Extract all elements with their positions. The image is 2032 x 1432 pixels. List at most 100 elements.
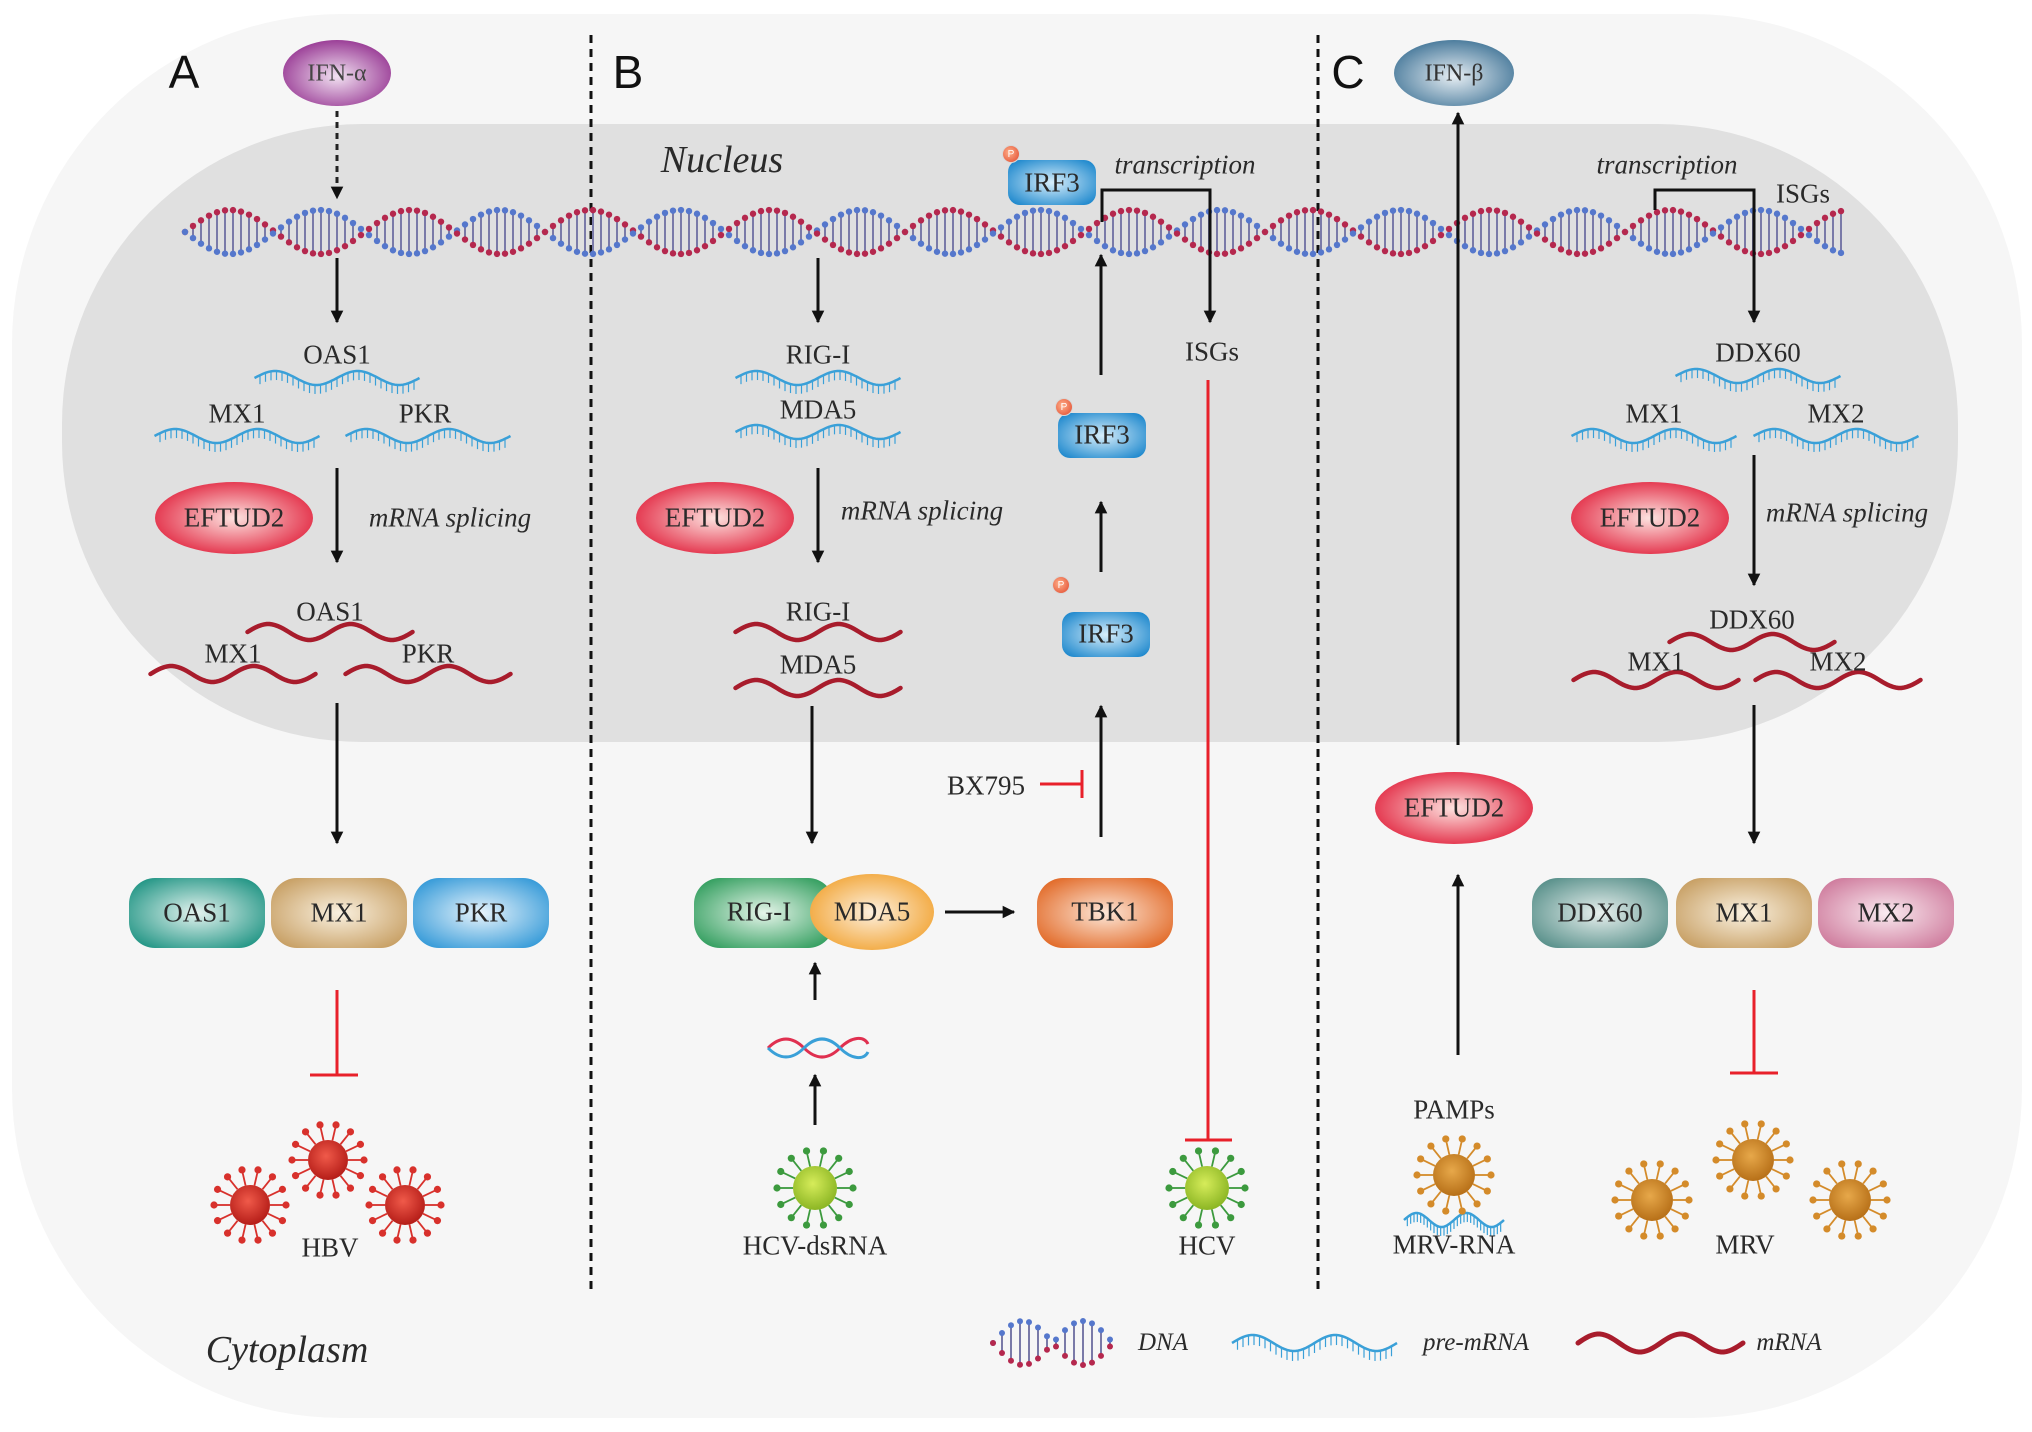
protein-oas1: [129, 878, 265, 948]
transcription-label-c: transcription: [1596, 149, 1738, 180]
protein-rig-i: [694, 878, 834, 948]
legend-premrna-icon: [1231, 1333, 1398, 1361]
protein-label-pkr: PKR: [454, 897, 508, 928]
phospho-badge-icon: P: [1002, 145, 1020, 163]
ifn-alpha-oval: [283, 40, 391, 106]
irf3-cytoplasmic: [1062, 612, 1150, 657]
mrna-label-mda5: MDA5: [779, 649, 857, 680]
mrna-label-oas1: OAS1: [296, 596, 364, 627]
inhibition-mrv: [1730, 990, 1778, 1075]
inhibition-bx795: [1040, 770, 1084, 798]
virus-icon-hcv: [1165, 1147, 1249, 1229]
premrna-label-pkr: PKR: [398, 398, 452, 429]
mrna-label-pkr: PKR: [401, 638, 455, 669]
irf3-label-phospho: IRF3: [1074, 419, 1130, 450]
mrna-label-mx1-c: MX1: [1627, 646, 1685, 677]
premrna-label-mda5: MDA5: [779, 394, 857, 425]
irf3-label-cyto: IRF3: [1078, 618, 1134, 649]
premrna-mx1-c: [1570, 427, 1738, 452]
irf3-label-nuclear: IRF3: [1024, 167, 1080, 198]
eftud2-oval-a: [155, 482, 313, 554]
panel-letter-b: B: [612, 46, 644, 98]
premrna-label-mx1: MX1: [208, 398, 266, 429]
protein-label-mx2: MX2: [1857, 897, 1915, 928]
premrna-label-mx1-c: MX1: [1625, 398, 1683, 429]
eftud2-oval-b: [636, 482, 794, 554]
panel-letter-c: C: [1331, 46, 1365, 98]
premrna-mrv-rna: [1403, 1211, 1505, 1236]
transcription-bracket-c: [1653, 188, 1761, 324]
virus-glyphs: [210, 1120, 1891, 1244]
virus-icon-mrv: [1809, 1160, 1891, 1240]
eftud2-label-c-nuclear: EFTUD2: [1599, 502, 1701, 533]
eftud2-label-b: EFTUD2: [664, 502, 766, 533]
nucleus: [62, 124, 1958, 742]
virus-label-hcv-dsrna: HCV-dsRNA: [742, 1230, 888, 1261]
dsrna-helix-icon: [766, 1037, 870, 1059]
premrna-mda5: [734, 423, 902, 448]
protein-label-mx1-a: MX1: [310, 897, 368, 928]
virus-icon-mrv: [1413, 1135, 1495, 1215]
ifn-beta-oval: [1394, 40, 1514, 106]
transcription-bracket-b: [1100, 188, 1217, 324]
virus-label-mrv: MRV: [1715, 1229, 1775, 1260]
legend-label-mrna: mRNA: [1756, 1329, 1822, 1356]
protein-mx1-c: [1676, 878, 1812, 948]
protein-label-ddx60: DDX60: [1557, 897, 1643, 928]
mrna-label-ddx60: DDX60: [1709, 604, 1795, 635]
premrna-mx1: [153, 427, 321, 452]
panel-letter-a: A: [168, 46, 200, 98]
mrna-mx1-c: [1571, 669, 1741, 691]
protein-label-oas1: OAS1: [163, 897, 231, 928]
premrna-label-ddx60: DDX60: [1715, 337, 1801, 368]
legend-mrna-icon: [1575, 1331, 1746, 1355]
mrna-label-rig-i: RIG-I: [785, 596, 851, 627]
virus-icon-hbv: [210, 1166, 290, 1244]
protein-mx1-a: [271, 878, 407, 948]
protein-pkr: [413, 878, 549, 948]
inhibition-hcv: [1185, 380, 1232, 1142]
mrna-ddx60: [1667, 631, 1837, 653]
premrna-rig-i: [734, 369, 902, 394]
legend-label-dna: DNA: [1138, 1329, 1188, 1356]
eftud2-label-c-cyto: EFTUD2: [1403, 792, 1505, 823]
protein-label-tbk1: TBK1: [1071, 896, 1139, 927]
inhibitor-label-bx795: BX795: [946, 770, 1026, 801]
protein-label-mx1-c: MX1: [1715, 897, 1773, 928]
premrna-oas1: [253, 369, 421, 394]
ifn-alpha-label: IFN-α: [307, 60, 367, 87]
virus-label-mrv-rna: MRV-RNA: [1392, 1229, 1516, 1260]
eftud2-oval-c-nuclear: [1571, 482, 1729, 554]
mrna-label-mx2: MX2: [1809, 646, 1867, 677]
nucleus-label: Nucleus: [660, 139, 784, 181]
mrna-mx2: [1753, 669, 1923, 691]
cytoplasm-label: Cytoplasm: [205, 1329, 369, 1371]
mrna-label-mx1: MX1: [204, 638, 262, 669]
isgs-label-c: ISGs: [1775, 178, 1831, 209]
mrna-oas1: [245, 621, 415, 643]
mrna-mx1: [148, 663, 318, 685]
virus-icon-hbv: [365, 1166, 445, 1244]
rna-glyphs: [148, 367, 1923, 1236]
dna-strand: [181, 206, 1845, 258]
phospho-badge-icon: P: [1052, 576, 1070, 594]
irf3-nuclear: [1008, 160, 1096, 205]
mrna-rig-i: [733, 621, 903, 643]
legend-label-premrna: pre-mRNA: [1423, 1329, 1529, 1356]
protein-label-mda5: MDA5: [833, 896, 911, 927]
virus-icon-mrv: [1611, 1160, 1693, 1240]
premrna-label-oas1: OAS1: [303, 339, 371, 370]
mrna-mda5: [733, 677, 903, 699]
inhibition-hbv: [310, 990, 358, 1077]
protein-ddx60: [1532, 878, 1668, 948]
premrna-label-mx2: MX2: [1807, 398, 1865, 429]
virus-icon-hbv: [288, 1121, 368, 1199]
splicing-label-a: mRNA splicing: [368, 502, 532, 533]
ifn-beta-label: IFN-β: [1424, 60, 1484, 87]
pamps-label: PAMPs: [1413, 1094, 1495, 1125]
virus-label-hcv: HCV: [1178, 1230, 1236, 1261]
virus-label-hbv: HBV: [301, 1232, 359, 1263]
protein-mx2: [1818, 878, 1954, 948]
